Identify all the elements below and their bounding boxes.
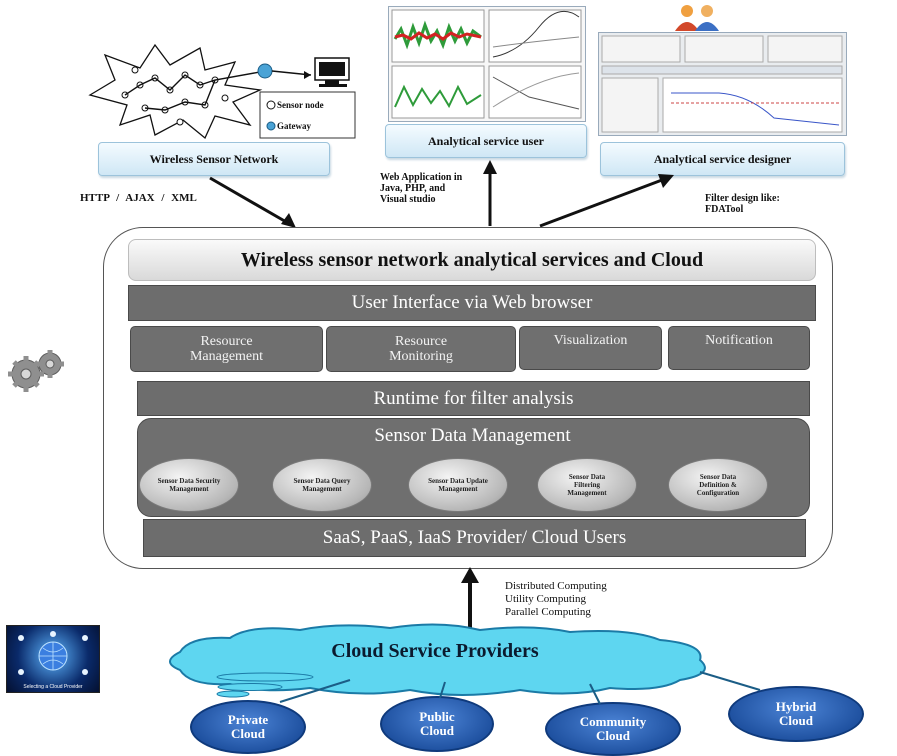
- sensor-data-management-title: Sensor Data Management: [374, 425, 571, 446]
- public-cloud-label: Public Cloud: [419, 709, 455, 738]
- sdm-update-oval: Sensor Data Update Management: [408, 458, 508, 512]
- runtime-label: Runtime for filter analysis: [373, 387, 574, 409]
- analytics-charts-thumbnail: [388, 6, 586, 122]
- cloud-provider-thumbnail-caption: Selecting a Cloud Provider: [23, 684, 83, 690]
- ui-web-browser-label: User Interface via Web browser: [351, 292, 593, 313]
- users-icon: [675, 5, 719, 31]
- filter-designer-graphic: [601, 35, 843, 133]
- community-cloud-label: Community Cloud: [579, 714, 647, 743]
- wireless-sensor-network-box: Wireless Sensor Network: [98, 142, 330, 176]
- cloud-service-providers-title: Cloud Service Providers: [331, 640, 539, 662]
- private-cloud-oval: Private Cloud: [190, 700, 306, 754]
- provider-label: SaaS, PaaS, IaaS Provider/ Cloud Users: [322, 527, 627, 548]
- runtime-bar: Runtime for filter analysis: [137, 381, 810, 416]
- provider-bar: SaaS, PaaS, IaaS Provider/ Cloud Users: [143, 519, 806, 557]
- hybrid-cloud-oval: Hybrid Cloud: [728, 686, 864, 742]
- analytics-charts-graphic: [391, 9, 582, 119]
- sensor-network-illustration: [88, 43, 356, 140]
- resource-monitoring-module: Resource Monitoring: [326, 326, 516, 372]
- notification-label: Notification: [705, 333, 773, 348]
- resource-monitoring-label: Resource Monitoring: [389, 334, 453, 364]
- sdm-definition-oval: Sensor Data Definition & Configuration: [668, 458, 768, 512]
- top-arrows: [209, 160, 674, 228]
- sdm-definition-label: Sensor Data Definition & Configuration: [696, 473, 740, 497]
- legend-gateway-label: Gateway: [277, 121, 311, 131]
- resource-management-label: Resource Management: [189, 334, 264, 364]
- utility-computing-label: Utility Computing: [505, 593, 586, 605]
- http-ajax-note: HTTP / AJAX / XML: [80, 192, 197, 204]
- filter-designer-thumbnail: [598, 32, 847, 136]
- cloud-provider-thumbnail: Selecting a Cloud Provider: [6, 625, 100, 693]
- gears-icon: [8, 350, 64, 392]
- sdm-query-label: Sensor Data Query Management: [293, 477, 351, 493]
- visualization-module: Visualization: [519, 326, 662, 370]
- public-cloud-oval: Public Cloud: [380, 696, 494, 752]
- ui-web-browser-bar: User Interface via Web browser: [128, 285, 816, 321]
- web-apps-note: Web Application in Java, PHP, and Visual…: [380, 172, 463, 205]
- parallel-computing-label: Parallel Computing: [505, 606, 591, 618]
- resource-management-module: Resource Management: [130, 326, 323, 372]
- distributed-computing-label: Distributed Computing: [505, 580, 607, 592]
- sdm-filtering-oval: Sensor Data Filtering Management: [537, 458, 637, 512]
- community-cloud-oval: Community Cloud: [545, 702, 681, 756]
- sdm-query-oval: Sensor Data Query Management: [272, 458, 372, 512]
- cloud-up-arrow: [461, 567, 479, 633]
- analytical-service-designer-box: Analytical service designer: [600, 142, 845, 176]
- main-title: Wireless sensor network analytical servi…: [128, 239, 816, 281]
- sdm-update-label: Sensor Data Update Management: [428, 477, 488, 493]
- legend-sensor-node-label: Sensor node: [277, 100, 324, 110]
- sdm-filtering-label: Sensor Data Filtering Management: [567, 473, 607, 497]
- filter-design-note: Filter design like: FDATool: [705, 193, 780, 215]
- analytical-service-user-box: Analytical service user: [385, 124, 587, 158]
- visualization-label: Visualization: [553, 333, 628, 348]
- analytical-service-user-label: Analytical service user: [428, 133, 544, 148]
- private-cloud-label: Private Cloud: [227, 712, 269, 741]
- sdm-security-oval: Sensor Data Security Management: [139, 458, 239, 512]
- computer-icon: [314, 57, 350, 87]
- notification-module: Notification: [668, 326, 810, 370]
- sensor-legend-box: [259, 91, 356, 139]
- hybrid-cloud-label: Hybrid Cloud: [775, 699, 817, 728]
- wireless-sensor-network-label: Wireless Sensor Network: [149, 151, 279, 166]
- globe-icon: [18, 631, 88, 675]
- analytical-service-designer-label: Analytical service designer: [653, 151, 792, 166]
- sensor-links: [124, 71, 261, 111]
- cloud-trail: [216, 672, 314, 698]
- sdm-security-label: Sensor Data Security Management: [157, 477, 221, 493]
